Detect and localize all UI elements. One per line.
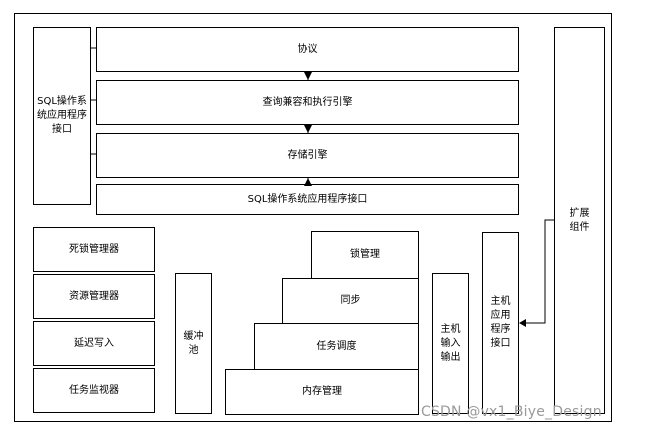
synchronization-box: 同步 [282, 278, 419, 324]
sql-os-api-layer-label: SQL操作系统应用程序接口 [247, 193, 368, 205]
arrow-extension-to-host-api-line [525, 219, 554, 324]
task-monitor-box: 任务监视器 [33, 368, 155, 413]
extension-component-label: 扩展组件 [569, 207, 590, 233]
query-engine-label: 查询兼容和执行引擎 [262, 96, 353, 108]
host-api-label: 主机应用程序接口 [490, 296, 511, 349]
deadlock-manager-box: 死锁管理器 [33, 227, 155, 272]
storage-engine-layer: 存储引擎 [96, 133, 519, 178]
left-sql-os-api-box: SQL操作系统应用程序接口 [33, 27, 91, 205]
resource-manager-box: 资源管理器 [33, 274, 155, 319]
watermark: CSDN @vx1_Biye_Design [421, 404, 602, 420]
storage-engine-label: 存储引擎 [287, 149, 328, 161]
synchronization-label: 同步 [340, 295, 361, 306]
buffer-pool-label: 缓冲池 [183, 330, 204, 356]
arrow-extension-to-host-api-head [519, 319, 526, 327]
lock-management-label: 锁管理 [350, 249, 380, 260]
lazy-writer-box: 延迟写入 [33, 321, 155, 366]
resource-manager-label: 资源管理器 [69, 290, 119, 302]
arrow-query-to-storage-head [304, 125, 312, 133]
host-io-box: 主机输入输出 [432, 273, 469, 414]
lock-management-box: 锁管理 [311, 231, 419, 279]
memory-management-label: 内存管理 [302, 386, 342, 397]
arrow-protocol-to-query-head [304, 72, 312, 80]
arrow-api-to-storage-head [304, 178, 312, 186]
task-monitor-label: 任务监视器 [69, 384, 119, 396]
host-io-label: 主机输入输出 [440, 323, 461, 363]
deadlock-manager-label: 死锁管理器 [69, 243, 119, 255]
query-engine-layer: 查询兼容和执行引擎 [96, 80, 519, 125]
lazy-writer-label: 延迟写入 [74, 337, 114, 349]
left-sql-os-api-label: SQL操作系统应用程序接口 [37, 96, 87, 135]
task-scheduling-label: 任务调度 [316, 340, 357, 352]
protocol-label: 协议 [297, 43, 318, 55]
host-api-box: 主机应用程序接口 [482, 232, 519, 414]
extension-component-box: 扩展组件 [554, 27, 605, 414]
sql-os-api-layer: SQL操作系统应用程序接口 [96, 184, 519, 215]
buffer-pool-box: 缓冲池 [175, 273, 212, 414]
memory-management-box: 内存管理 [225, 369, 419, 415]
protocol-layer: 协议 [96, 27, 519, 72]
